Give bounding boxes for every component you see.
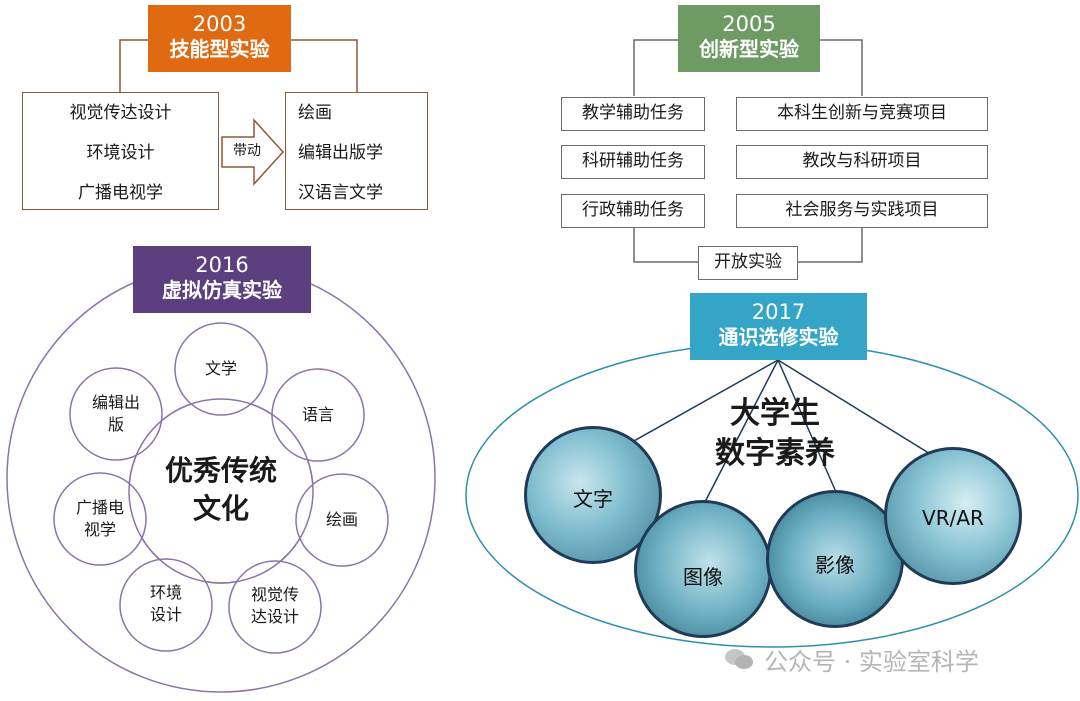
box-2003-left: 视觉传达设计 环境设计 广播电视学 — [22, 92, 219, 210]
header-2017: 2017 通识选修实验 — [690, 293, 867, 360]
header-2016: 2016 虚拟仿真实验 — [133, 246, 311, 313]
photo-label-image: 图像 — [683, 565, 723, 589]
watermark-text: 公众号 · 实验室科学 — [764, 648, 979, 676]
year-2003: 2003 — [192, 12, 247, 36]
project-3: 社会服务与实践项目 — [736, 194, 988, 228]
box-2003-right: 绘画 编辑出版学 汉语言文学 — [285, 92, 428, 210]
line-to-vrar — [777, 359, 941, 461]
center-text-2016: 优秀传统 文化 — [140, 452, 302, 528]
connector-2005-bottom — [633, 228, 698, 263]
petal-circle-7 — [69, 367, 163, 461]
title-2016: 虚拟仿真实验 — [162, 278, 282, 302]
wechat-icon — [724, 648, 754, 670]
task-1: 教学辅助任务 — [561, 97, 705, 131]
item-2003-right-1: 绘画 — [298, 103, 332, 123]
petal-environment: 环境 设计 — [149, 583, 182, 624]
center-text-2017: 大学生 数字素养 — [690, 394, 860, 474]
year-2005: 2005 — [722, 12, 776, 36]
arrow-label: 带动 — [233, 143, 261, 159]
year-2017: 2017 — [751, 300, 806, 324]
watermark: 公众号 · 实验室科学 — [724, 640, 1054, 676]
title-2017: 通识选修实验 — [718, 325, 839, 349]
center-2017-line-2: 数字素养 — [715, 436, 835, 471]
petal-painting: 绘画 — [325, 510, 358, 529]
title-2003: 技能型实验 — [169, 37, 270, 61]
project-2: 教改与科研项目 — [736, 145, 988, 179]
item-2003-left-1: 视觉传达设计 — [69, 103, 172, 123]
header-2003: 2003 技能型实验 — [148, 5, 291, 72]
photo-label-text: 文字 — [573, 487, 613, 511]
center-line-2: 文化 — [192, 492, 249, 525]
photo-image: 图像 — [634, 500, 772, 638]
task-2: 科研辅助任务 — [561, 145, 705, 179]
item-2003-left-3: 广播电视学 — [78, 183, 163, 203]
arrow-2003 — [221, 118, 285, 186]
year-2016: 2016 — [195, 253, 249, 277]
petal-literature: 文学 — [204, 359, 237, 378]
line-to-video — [777, 359, 837, 493]
petal-publishing: 编辑出 版 — [91, 393, 140, 434]
petal-broadcast: 广播电 视学 — [75, 498, 124, 539]
task-3: 行政辅助任务 — [561, 194, 705, 228]
connector-2005-bottom-right — [798, 228, 863, 263]
petal-circle-4 — [228, 560, 322, 654]
item-2003-right-2: 编辑出版学 — [298, 143, 383, 163]
title-2005: 创新型实验 — [699, 37, 799, 61]
petal-circle-6 — [53, 472, 147, 566]
center-line-1: 优秀传统 — [164, 454, 277, 487]
line-to-image — [704, 359, 779, 503]
photo-label-vrar: VR/AR — [922, 506, 984, 530]
petal-circle-3 — [295, 473, 389, 567]
photo-video: 影像 — [766, 490, 904, 628]
petal-language: 语言 — [301, 405, 334, 424]
item-2003-left-2: 环境设计 — [86, 143, 155, 163]
header-2005: 2005 创新型实验 — [678, 5, 820, 72]
petal-visual-design: 视觉传 达设计 — [250, 585, 299, 626]
photo-vrar: VR/AR — [884, 447, 1022, 585]
open-experiment: 开放实验 — [698, 246, 798, 280]
center-2017-line-1: 大学生 — [730, 396, 820, 431]
project-1: 本科生创新与竞赛项目 — [736, 97, 988, 131]
petal-circle-5 — [119, 558, 213, 652]
petal-circle-1 — [174, 322, 268, 416]
photo-label-video: 影像 — [815, 553, 855, 577]
item-2003-right-3: 汉语言文学 — [298, 183, 383, 203]
